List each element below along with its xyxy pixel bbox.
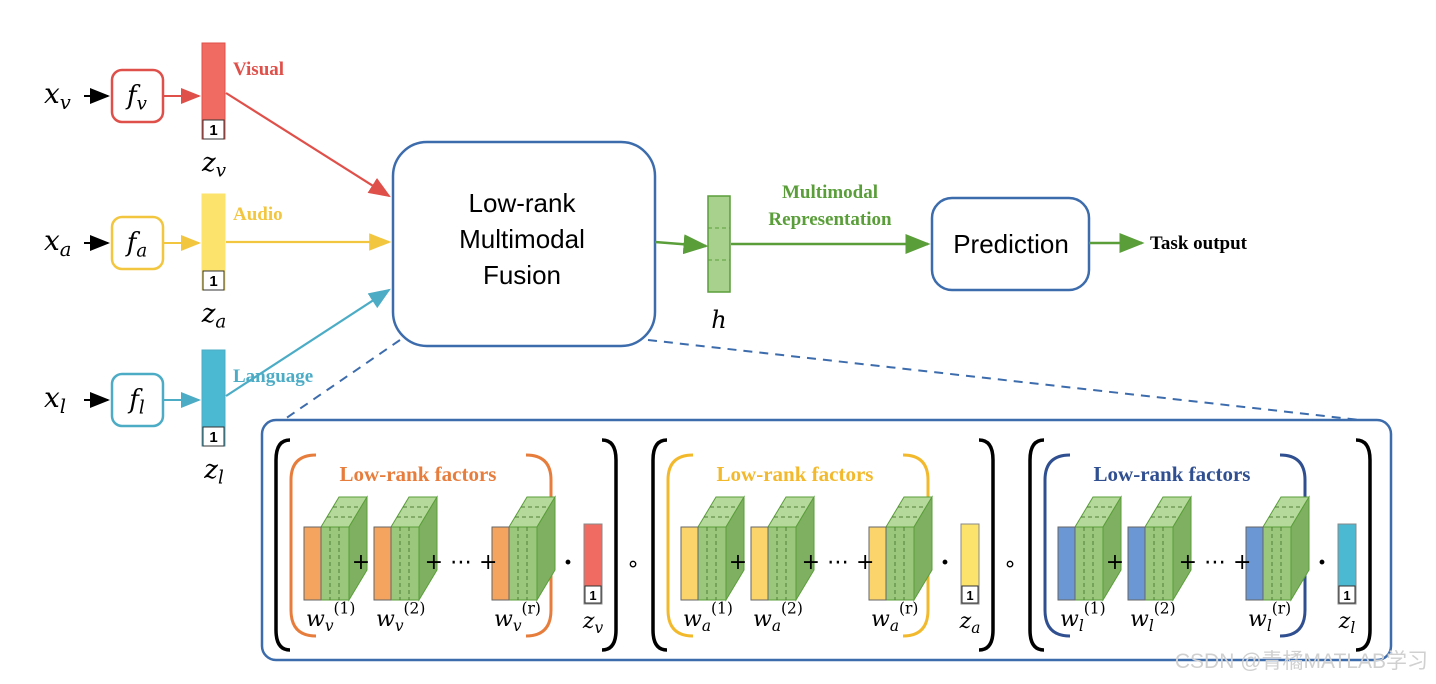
factors-title-v: Low-rank factors	[340, 462, 497, 486]
fusion-label-2: Multimodal	[459, 224, 585, 254]
z-v-label: zv	[201, 148, 227, 182]
bracket	[1028, 438, 1045, 652]
representation-label-2: Representation	[768, 209, 892, 230]
z-vector-one: 1	[589, 588, 596, 603]
hadamard-operator: ∘	[1003, 552, 1017, 577]
factors-title-a: Low-rank factors	[717, 462, 874, 486]
z-vector-v	[583, 523, 603, 605]
prediction-label: Prediction	[953, 229, 1069, 259]
w-a-3-label: wa(r)	[871, 600, 918, 635]
w-l-1-label: wl(1)	[1060, 600, 1106, 635]
fusion-label-3: Fusion	[483, 260, 561, 290]
x-v-label: xv	[44, 77, 71, 114]
factors-bracket-left	[289, 453, 317, 638]
factors-bracket-left	[1043, 453, 1071, 638]
w-a-1-label: wa(1)	[683, 600, 733, 635]
z-vector-a	[960, 523, 980, 605]
z-to-fusion-arrow-v	[225, 92, 391, 198]
z-l-label: zl	[203, 455, 224, 489]
z-vector-one: 1	[1343, 588, 1350, 603]
z-a-label: za	[201, 299, 227, 333]
plus-dots-operator: + ⋯ +	[802, 550, 875, 575]
w-a-2-label: wa(2)	[753, 600, 803, 635]
bracket	[978, 438, 995, 652]
w-v-2-label: wv(2)	[376, 600, 425, 635]
watermark: CSDN @青橘MATLAB学习	[1175, 650, 1428, 673]
z-vector-one: 1	[966, 588, 973, 603]
factor-slab-v-1	[303, 495, 368, 602]
plus-operator: +	[1106, 550, 1124, 575]
z-v-one: 1	[209, 122, 217, 139]
x-l-label: xl	[44, 381, 66, 418]
w-v-3-label: wv(r)	[494, 600, 541, 635]
modality-label-l: Language	[233, 366, 313, 387]
z-l-factor-label: zl	[1338, 609, 1356, 637]
bracket	[1355, 438, 1372, 652]
bracket	[651, 438, 668, 652]
z-v-factor-label: zv	[582, 609, 604, 637]
w-l-2-label: wl(2)	[1130, 600, 1176, 635]
factors-bracket-left	[666, 453, 694, 638]
w-l-3-label: wl(r)	[1248, 600, 1291, 635]
factor-group-a: Low-rank factors wa(1) wa(2) wa(r) + + ⋯ + · 1 z…	[651, 438, 995, 652]
zoom-line-left	[265, 339, 401, 433]
factors-title-l: Low-rank factors	[1094, 462, 1251, 486]
x-a-label: xa	[44, 224, 71, 261]
h-label: h	[711, 306, 726, 334]
representation-label-1: Multimodal	[782, 182, 878, 203]
modality-label-a: Audio	[233, 204, 283, 225]
z-a-factor-label: za	[959, 609, 981, 637]
factor-group-l: Low-rank factors wl(1) wl(2) wl(r) + + ⋯ + · 1 z…	[1028, 438, 1372, 652]
fusion-label-1: Low-rank	[469, 188, 577, 218]
factor-group-v: Low-rank factors wv(1) wv(2) wv(r) + + ⋯ + · 1 z…	[274, 438, 618, 652]
z-l-one: 1	[209, 429, 217, 446]
z-to-fusion-arrow-l	[225, 288, 391, 397]
factor-slab-v-2	[373, 495, 438, 602]
hadamard-operator: ∘	[626, 552, 640, 577]
bracket	[601, 438, 618, 652]
factor-slab-a-2	[750, 495, 815, 602]
z-a-one: 1	[209, 273, 217, 290]
factor-slab-l-3	[1245, 495, 1310, 602]
plus-dots-operator: + ⋯ +	[425, 550, 498, 575]
factor-slab-a-1	[680, 495, 745, 602]
w-v-1-label: wv(1)	[306, 600, 355, 635]
dot-operator: ·	[940, 546, 950, 579]
dot-operator: ·	[563, 546, 573, 579]
zoom-line-right	[647, 339, 1361, 421]
z-vector-l	[1337, 523, 1357, 605]
factor-panel	[260, 418, 1393, 662]
factor-slab-a-3	[868, 495, 933, 602]
plus-dots-operator: + ⋯ +	[1179, 550, 1252, 575]
plus-operator: +	[352, 550, 370, 575]
plus-operator: +	[729, 550, 747, 575]
task-output-label: Task output	[1150, 233, 1248, 254]
dot-operator: ·	[1317, 546, 1327, 579]
h-vector	[707, 195, 731, 293]
modality-label-v: Visual	[233, 59, 284, 80]
bracket	[274, 438, 291, 652]
fusion-box	[391, 140, 657, 348]
factor-slab-l-1	[1057, 495, 1122, 602]
fusion-to-h-arrow	[654, 234, 709, 255]
factor-slab-v-3	[491, 495, 556, 602]
factor-slab-l-2	[1127, 495, 1192, 602]
